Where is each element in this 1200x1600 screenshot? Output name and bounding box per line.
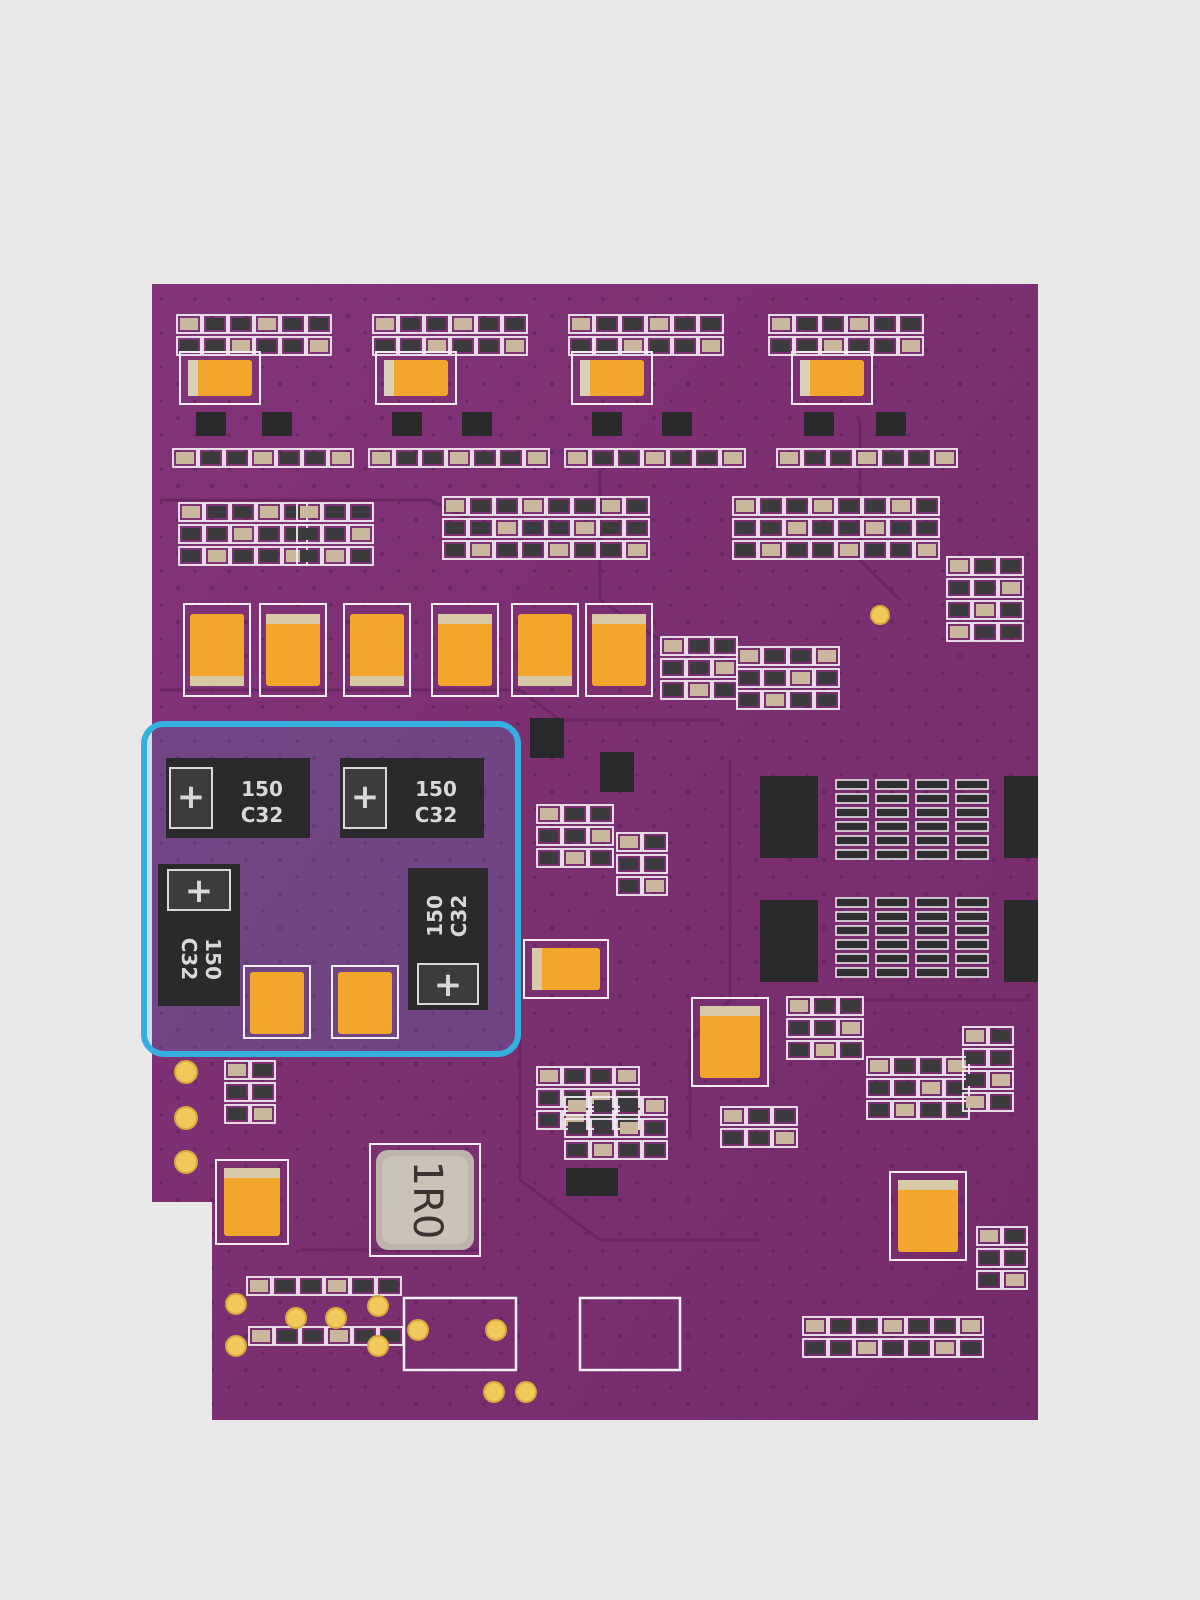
svg-text:150: 150 xyxy=(201,938,225,980)
tantalum-in-box-1 xyxy=(243,965,311,1039)
tantalum-in-box-2 xyxy=(331,965,399,1039)
svg-text:+: + xyxy=(185,871,214,911)
svg-text:+: + xyxy=(177,777,206,817)
empty-footprints xyxy=(402,1296,682,1372)
gold-pads xyxy=(174,605,890,1403)
resistor-array xyxy=(835,779,989,978)
svg-text:C32: C32 xyxy=(241,803,284,827)
highlight-box xyxy=(141,721,521,1057)
highlight-region: + 150 C32 + 150 C32 + 150 C32 + 150 xyxy=(141,721,521,1057)
transistors xyxy=(196,412,906,1196)
smd-components xyxy=(172,314,1028,1358)
black-capacitor-3: + 150 C32 xyxy=(158,864,240,1006)
inductor-label: 1R0 xyxy=(404,1161,450,1240)
black-capacitor-4: + 150 C32 xyxy=(408,868,488,1010)
svg-text:150: 150 xyxy=(423,895,447,937)
black-capacitor-1: + 150 C32 xyxy=(166,758,310,838)
svg-text:+: + xyxy=(351,777,380,817)
svg-text:150: 150 xyxy=(415,777,457,801)
svg-text:C32: C32 xyxy=(415,803,458,827)
tantalum-row-top xyxy=(179,351,873,405)
svg-text:C32: C32 xyxy=(177,938,201,981)
svg-text:150: 150 xyxy=(241,777,283,801)
svg-text:C32: C32 xyxy=(447,895,471,938)
tantalum-row-middle xyxy=(183,603,653,697)
svg-text:+: + xyxy=(434,965,463,1005)
tantalum-lower xyxy=(215,939,967,1261)
power-inductor: 1R0 xyxy=(369,1143,481,1257)
black-capacitor-2: + 150 C32 xyxy=(340,758,484,838)
ic-chips xyxy=(760,776,1038,982)
